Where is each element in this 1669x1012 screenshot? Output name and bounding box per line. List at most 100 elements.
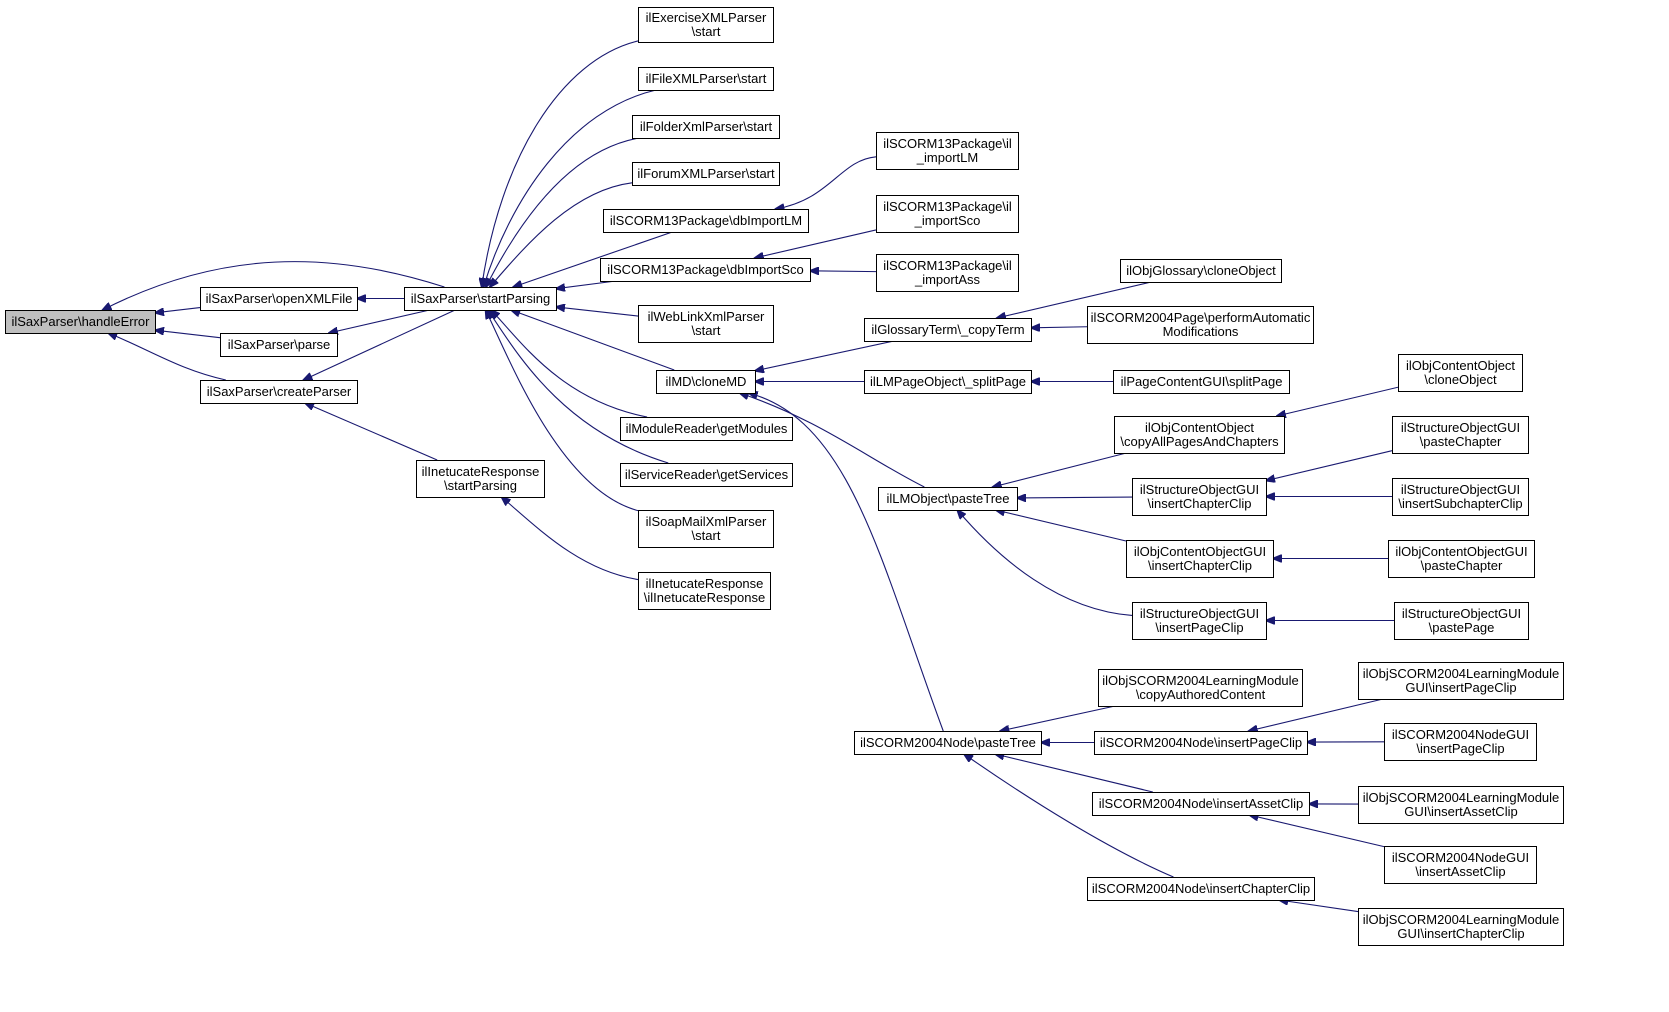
edge-nInsertAsset-to-scormPasteTree [995, 754, 1153, 793]
node-box[interactable] [638, 7, 774, 43]
node-box[interactable] [638, 510, 774, 548]
node-box[interactable] [1094, 731, 1308, 755]
node-box[interactable] [404, 287, 557, 311]
node-box[interactable] [864, 318, 1032, 342]
node-box[interactable] [1394, 602, 1529, 640]
node-box[interactable] [1114, 416, 1285, 454]
node-scormPasteTree[interactable]: ilSCORM2004Node\pasteTree [854, 731, 1042, 755]
node-box[interactable] [620, 417, 793, 441]
node-services[interactable]: ilServiceReader\getServices [620, 463, 793, 487]
node-importSco[interactable]: ilSCORM13Package\il_importSco [876, 195, 1019, 233]
node-importLM[interactable]: ilSCORM13Package\il_importLM [876, 132, 1019, 170]
node-box[interactable] [1098, 669, 1303, 707]
edge-ngInsertAsset-to-nInsertAsset [1249, 815, 1385, 848]
node-inetCtor[interactable]: ilInetucateResponse\ilInetucateResponse [638, 572, 771, 610]
node-startParsing[interactable]: ilSaxParser\startParsing [404, 287, 557, 311]
node-box[interactable] [864, 370, 1032, 394]
node-sogPastePage[interactable]: ilStructureObjectGUI\pastePage [1394, 602, 1529, 640]
node-lmgInsertAsset[interactable]: ilObjSCORM2004LearningModuleGUI\insertAs… [1358, 786, 1564, 824]
node-box[interactable] [620, 463, 793, 487]
node-box[interactable] [220, 333, 338, 357]
node-weblink[interactable]: ilWebLinkXmlParser\start [638, 305, 774, 343]
node-label: \start [692, 24, 721, 39]
node-soapmail[interactable]: ilSoapMailXmlParser\start [638, 510, 774, 548]
node-importAss[interactable]: ilSCORM13Package\il_importAss [876, 254, 1019, 292]
node-box[interactable] [854, 731, 1042, 755]
node-sogPasteChapter[interactable]: ilStructureObjectGUI\pasteChapter [1392, 416, 1529, 454]
node-box[interactable] [1132, 478, 1267, 516]
node-box[interactable] [876, 195, 1019, 233]
node-lmPasteTree[interactable]: ilLMObject\pasteTree [878, 487, 1018, 511]
node-label: ilStructureObjectGUI [1402, 606, 1521, 621]
node-box[interactable] [638, 305, 774, 343]
node-splitPage[interactable]: ilLMPageObject\_splitPage [864, 370, 1032, 394]
node-box[interactable] [1092, 792, 1310, 816]
node-inetStart[interactable]: ilInetucateResponse\startParsing [416, 460, 545, 498]
node-sogInsertChapter[interactable]: ilStructureObjectGUI\insertChapterClip [1132, 478, 1267, 516]
node-box[interactable] [1358, 662, 1564, 700]
root-node-box[interactable] [5, 310, 156, 334]
node-cogInsertChapter[interactable]: ilObjContentObjectGUI\insertChapterClip [1126, 540, 1274, 578]
node-copyAuthored[interactable]: ilObjSCORM2004LearningModule\copyAuthore… [1098, 669, 1303, 707]
node-box[interactable] [632, 115, 780, 139]
node-parse[interactable]: ilSaxParser\parse [220, 333, 338, 357]
node-modules[interactable]: ilModuleReader\getModules [620, 417, 793, 441]
node-exercise[interactable]: ilExerciseXMLParser\start [638, 7, 774, 43]
node-ngInsertAsset[interactable]: ilSCORM2004NodeGUI\insertAssetClip [1384, 846, 1537, 884]
node-box[interactable] [638, 572, 771, 610]
node-box[interactable] [1392, 416, 1529, 454]
node-cloneMD[interactable]: ilMD\cloneMD [656, 370, 756, 394]
node-nInsertPage[interactable]: ilSCORM2004Node\insertPageClip [1094, 731, 1308, 755]
node-nInsertAsset[interactable]: ilSCORM2004Node\insertAssetClip [1092, 792, 1310, 816]
node-box[interactable] [1388, 540, 1535, 578]
node-ngInsertPage[interactable]: ilSCORM2004NodeGUI\insertPageClip [1384, 723, 1537, 761]
node-label: \insertChapterClip [1147, 496, 1251, 511]
node-handleError[interactable]: ilSaxParser\handleError [5, 310, 156, 334]
node-lmgInsertChapter[interactable]: ilObjSCORM2004LearningModuleGUI\insertCh… [1358, 908, 1564, 946]
node-box[interactable] [416, 460, 545, 498]
node-box[interactable] [603, 209, 809, 233]
node-cocClone[interactable]: ilObjContentObject\cloneObject [1398, 354, 1523, 392]
node-box[interactable] [876, 132, 1019, 170]
node-box[interactable] [656, 370, 756, 394]
node-box[interactable] [1113, 370, 1290, 394]
node-lmgInsertPage[interactable]: ilObjSCORM2004LearningModuleGUI\insertPa… [1358, 662, 1564, 700]
node-box[interactable] [1358, 908, 1564, 946]
node-sogInsertSub[interactable]: ilStructureObjectGUI\insertSubchapterCli… [1392, 478, 1529, 516]
node-glossaryClone[interactable]: ilObjGlossary\cloneObject [1120, 259, 1282, 283]
node-box[interactable] [200, 287, 358, 311]
edge-copyTerm-to-cloneMD [755, 340, 895, 371]
node-file[interactable]: ilFileXMLParser\start [638, 67, 774, 91]
node-box[interactable] [632, 162, 780, 186]
node-copyTerm[interactable]: ilGlossaryTerm\_copyTerm [864, 318, 1032, 342]
node-copyAllPages[interactable]: ilObjContentObject\copyAllPagesAndChapte… [1114, 416, 1285, 454]
node-box[interactable] [1384, 846, 1537, 884]
node-dbImportSco[interactable]: ilSCORM13Package\dbImportSco [600, 258, 811, 282]
node-box[interactable] [1087, 877, 1315, 901]
node-createParser[interactable]: ilSaxParser\createParser [200, 380, 358, 404]
node-performAuto[interactable]: ilSCORM2004Page\performAutomaticModifica… [1087, 306, 1314, 344]
node-box[interactable] [1384, 723, 1537, 761]
node-forum[interactable]: ilForumXMLParser\start [632, 162, 780, 186]
node-dbImportLM[interactable]: ilSCORM13Package\dbImportLM [603, 209, 809, 233]
node-box[interactable] [878, 487, 1018, 511]
node-box[interactable] [638, 67, 774, 91]
node-box[interactable] [876, 254, 1019, 292]
node-box[interactable] [200, 380, 358, 404]
node-layer: ilSaxParser\handleError ilSaxParser\openX… [5, 7, 1564, 946]
node-box[interactable] [1398, 354, 1523, 392]
node-cogPasteChapter[interactable]: ilObjContentObjectGUI\pasteChapter [1388, 540, 1535, 578]
node-box[interactable] [1358, 786, 1564, 824]
node-box[interactable] [1126, 540, 1274, 578]
node-label: ilSCORM13Package\il [883, 258, 1012, 273]
node-nInsertChapter[interactable]: ilSCORM2004Node\insertChapterClip [1087, 877, 1315, 901]
node-box[interactable] [1087, 306, 1314, 344]
node-openXMLFile[interactable]: ilSaxParser\openXMLFile [200, 287, 358, 311]
node-sogInsertPage[interactable]: ilStructureObjectGUI\insertPageClip [1132, 602, 1267, 640]
node-folder[interactable]: ilFolderXmlParser\start [632, 115, 780, 139]
node-pcSplitPage[interactable]: ilPageContentGUI\splitPage [1113, 370, 1290, 394]
node-box[interactable] [1132, 602, 1267, 640]
node-box[interactable] [1392, 478, 1529, 516]
node-box[interactable] [1120, 259, 1282, 283]
node-box[interactable] [600, 258, 811, 282]
